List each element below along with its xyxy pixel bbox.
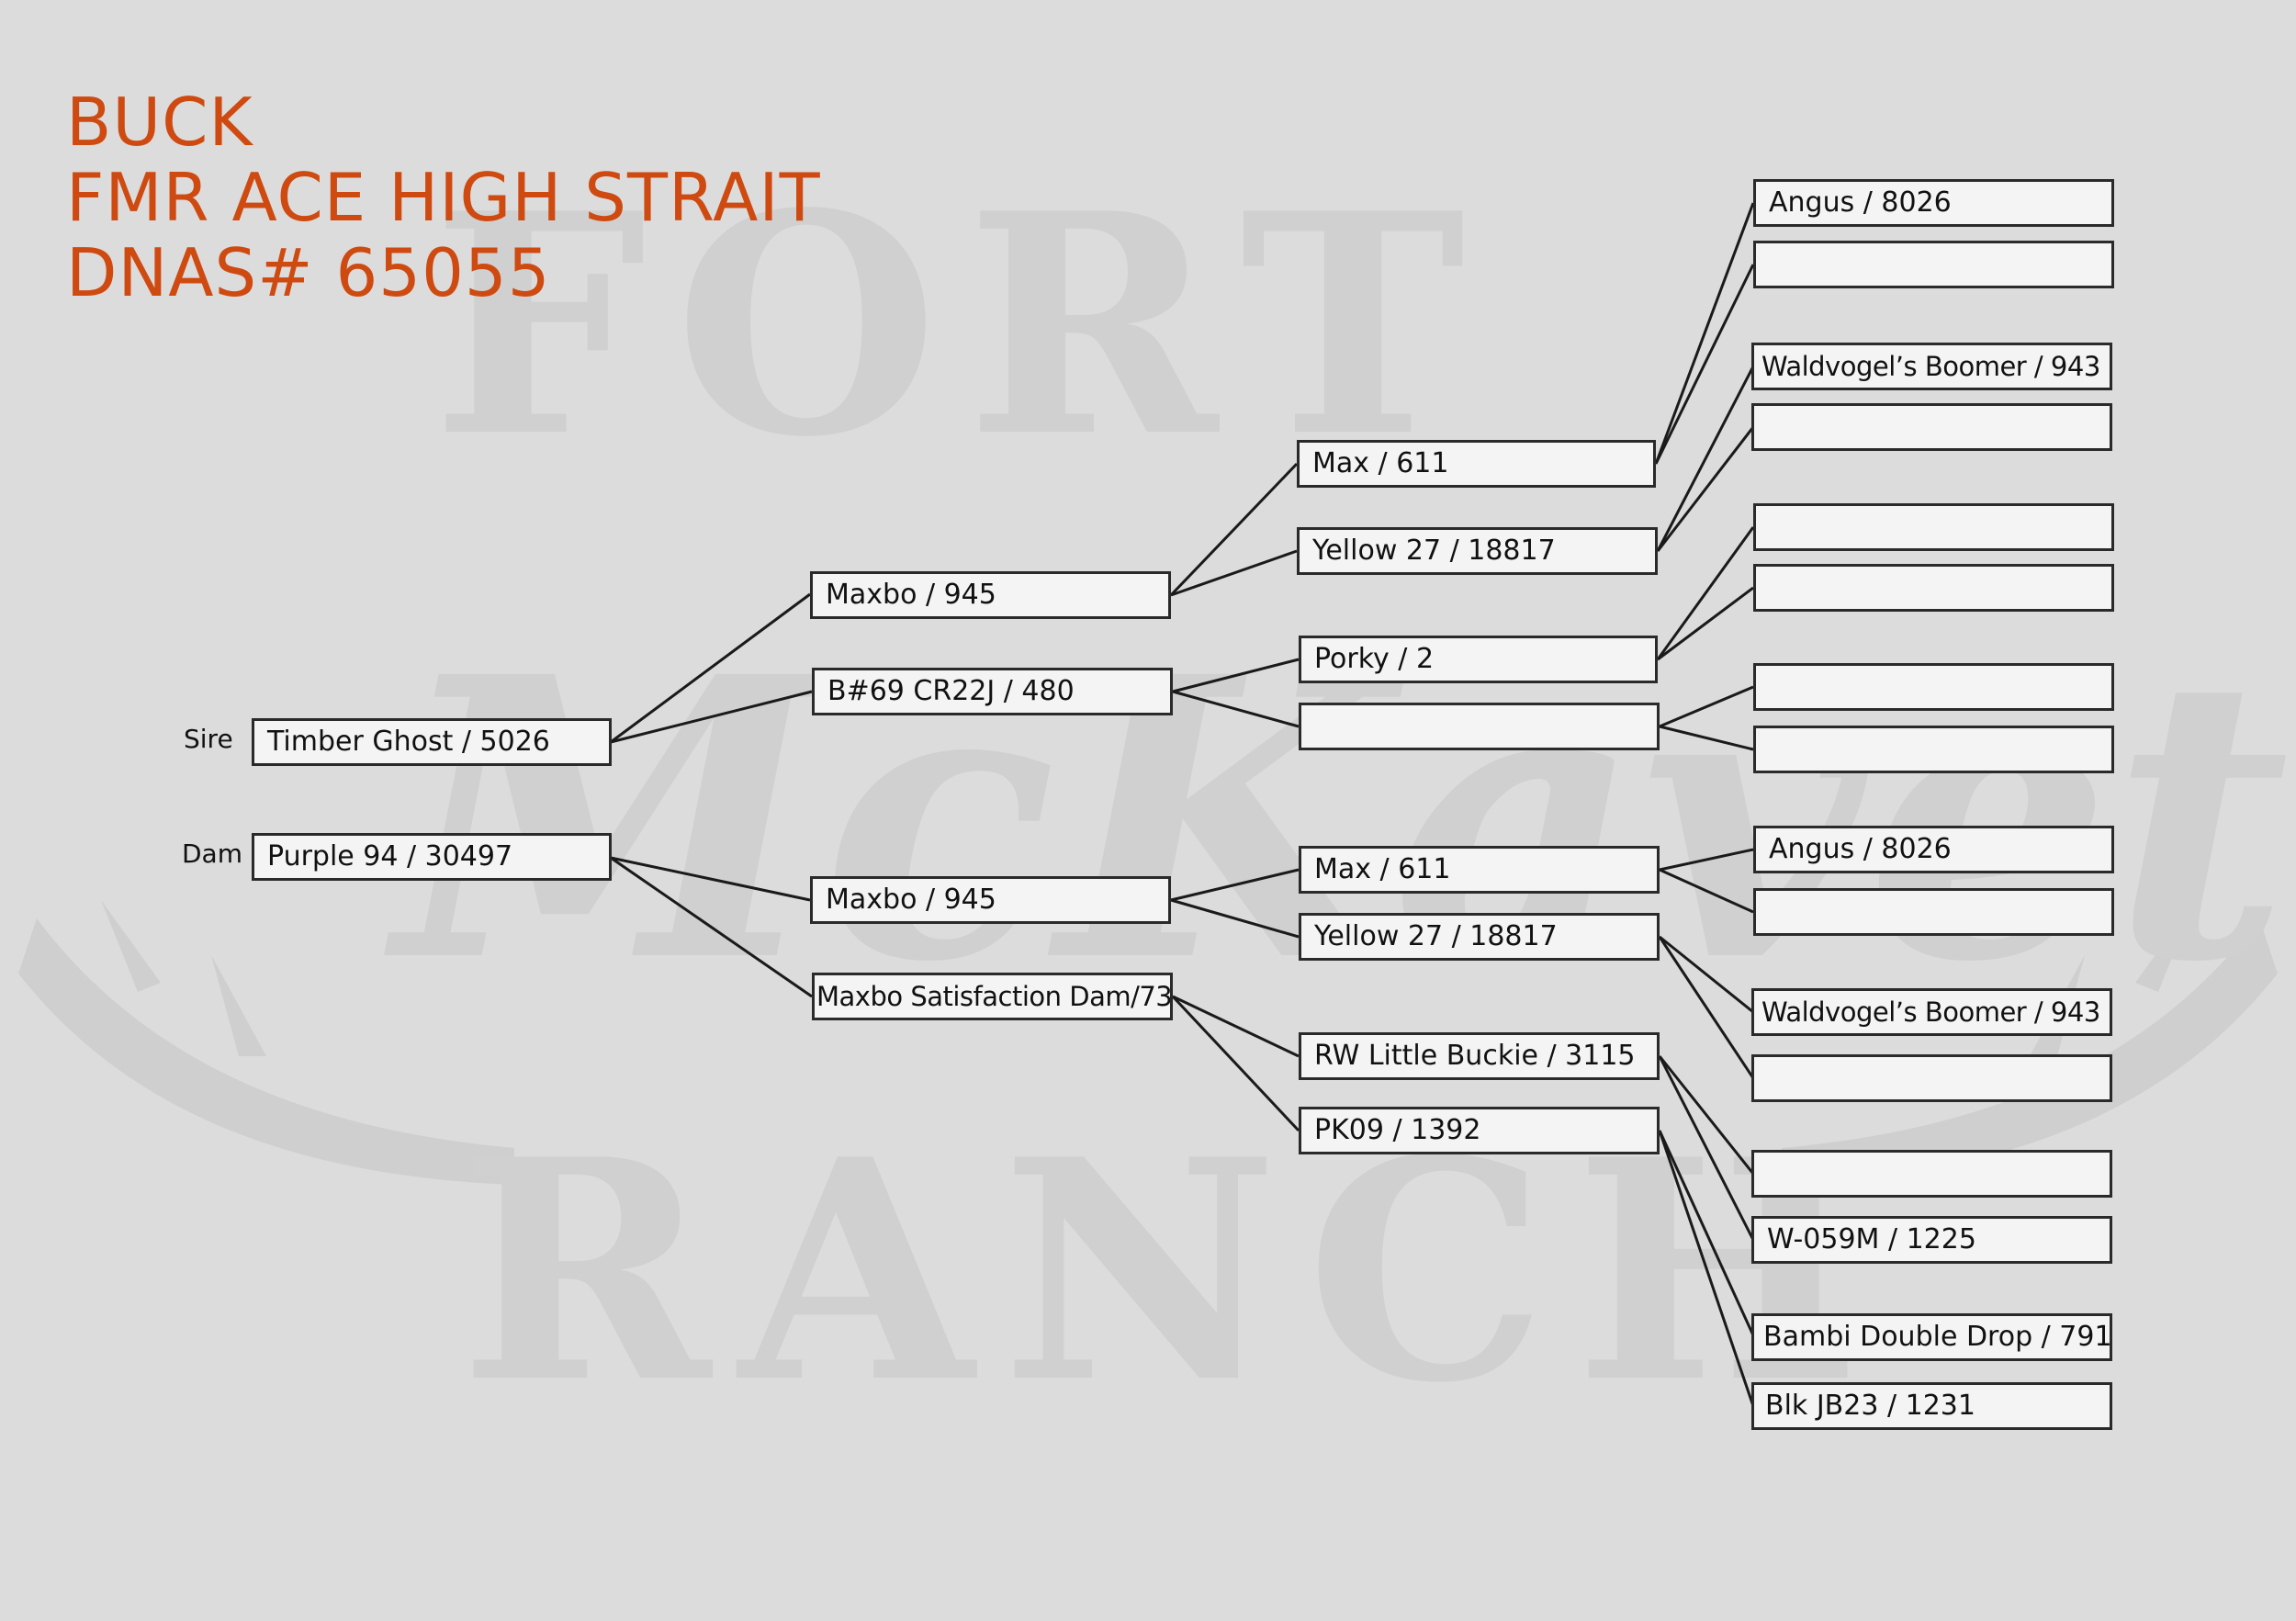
title-block: BUCK FMR ACE HIGH STRAIT DNAS# 65055 [66, 84, 821, 310]
gen4-box-16: Blk JB23 / 1231 [1751, 1382, 2112, 1430]
gen3-box-4 [1299, 703, 1660, 750]
dam-sire-box: Maxbo / 945 [810, 876, 1171, 924]
gen3-box-6: Yellow 27 / 18817 [1299, 913, 1660, 961]
gen3-box-3: Porky / 2 [1299, 636, 1658, 683]
dam-label: Dam [182, 839, 242, 869]
gen3-box-8: PK09 / 1392 [1299, 1107, 1660, 1154]
sire-dam-box: B#69 CR22J / 480 [812, 668, 1173, 715]
gen3-box-7: RW Little Buckie / 3115 [1299, 1032, 1660, 1080]
gen4-box-11: Waldvogel’s Boomer / 943 [1751, 988, 2112, 1036]
gen4-box-5 [1753, 503, 2114, 551]
watermark-top-text: FORT [432, 147, 1493, 503]
sire-sire-box: Maxbo / 945 [810, 571, 1171, 619]
gen4-box-15: Bambi Double Drop / 791 [1751, 1313, 2112, 1361]
title-animal-type: BUCK [66, 84, 253, 161]
dam-box: Purple 94 / 30497 [252, 833, 612, 881]
gen3-box-5: Max / 611 [1299, 846, 1660, 894]
gen3-box-2: Yellow 27 / 18817 [1297, 527, 1658, 575]
sire-label: Sire [184, 724, 233, 754]
gen4-box-7 [1753, 663, 2114, 711]
title-registration-number: DNAS# 65055 [66, 234, 551, 311]
gen4-box-6 [1753, 564, 2114, 612]
gen4-box-14: W-059M / 1225 [1751, 1216, 2112, 1264]
gen4-box-2 [1753, 241, 2114, 288]
gen4-box-3: Waldvogel’s Boomer / 943 [1751, 343, 2112, 390]
gen4-box-13 [1751, 1150, 2112, 1198]
sire-box: Timber Ghost / 5026 [252, 718, 612, 766]
title-animal-name: FMR ACE HIGH STRAIT [66, 159, 821, 236]
gen4-box-8 [1753, 726, 2114, 773]
gen4-box-9: Angus / 8026 [1753, 826, 2114, 873]
gen4-box-12 [1751, 1054, 2112, 1102]
gen4-box-4 [1751, 403, 2112, 451]
gen3-box-1: Max / 611 [1297, 440, 1656, 488]
dam-dam-box: Maxbo Satisfaction Dam/7301 [812, 973, 1173, 1020]
gen4-box-10 [1753, 888, 2114, 936]
gen4-box-1: Angus / 8026 [1753, 179, 2114, 227]
